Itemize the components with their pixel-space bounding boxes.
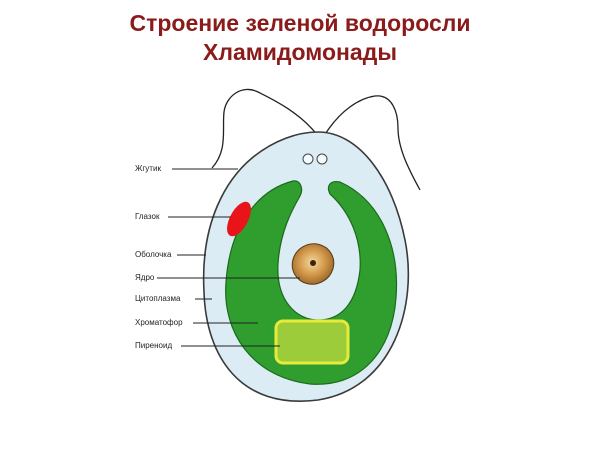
label-cytoplasm: Цитоплазма: [135, 294, 181, 303]
label-chromatophore: Хроматофор: [135, 318, 183, 327]
label-membrane: Оболочка: [135, 250, 172, 259]
label-eyespot: Глазок: [135, 212, 160, 221]
label-flagella: Жгутик: [135, 164, 161, 173]
chromatophore: [225, 180, 398, 385]
diagram-title-line-1: Строение зеленой водоросли: [129, 10, 471, 36]
flagellum-right: [323, 95, 421, 191]
label-pyrenoid: Пиреноид: [135, 341, 173, 350]
vacuole-right: [316, 153, 328, 165]
vacuole-left: [302, 153, 314, 165]
diagram-title-line-2: Хламидомонады: [203, 39, 397, 65]
pyrenoid: [274, 319, 350, 365]
nucleolus: [310, 260, 316, 266]
eyespot: [227, 201, 251, 237]
flagellum-left: [211, 88, 319, 169]
label-nucleus: Ядро: [135, 273, 155, 282]
